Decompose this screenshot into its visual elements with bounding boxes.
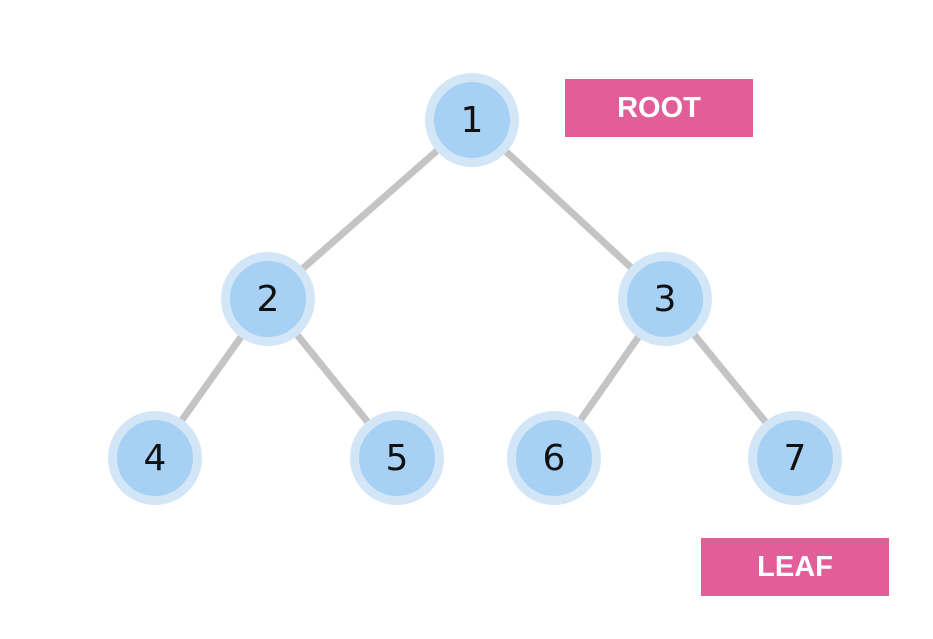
- tree-node-7: 7: [748, 411, 842, 505]
- leaf-tag: LEAF: [701, 538, 889, 596]
- root-tag: ROOT: [565, 79, 753, 137]
- tree-node-5: 5: [350, 411, 444, 505]
- tree-node-2: 2: [221, 252, 315, 346]
- tree-node-1: 1: [425, 73, 519, 167]
- tree-node-4: 4: [108, 411, 202, 505]
- tree-node-3: 3: [618, 252, 712, 346]
- tree-node-6: 6: [507, 411, 601, 505]
